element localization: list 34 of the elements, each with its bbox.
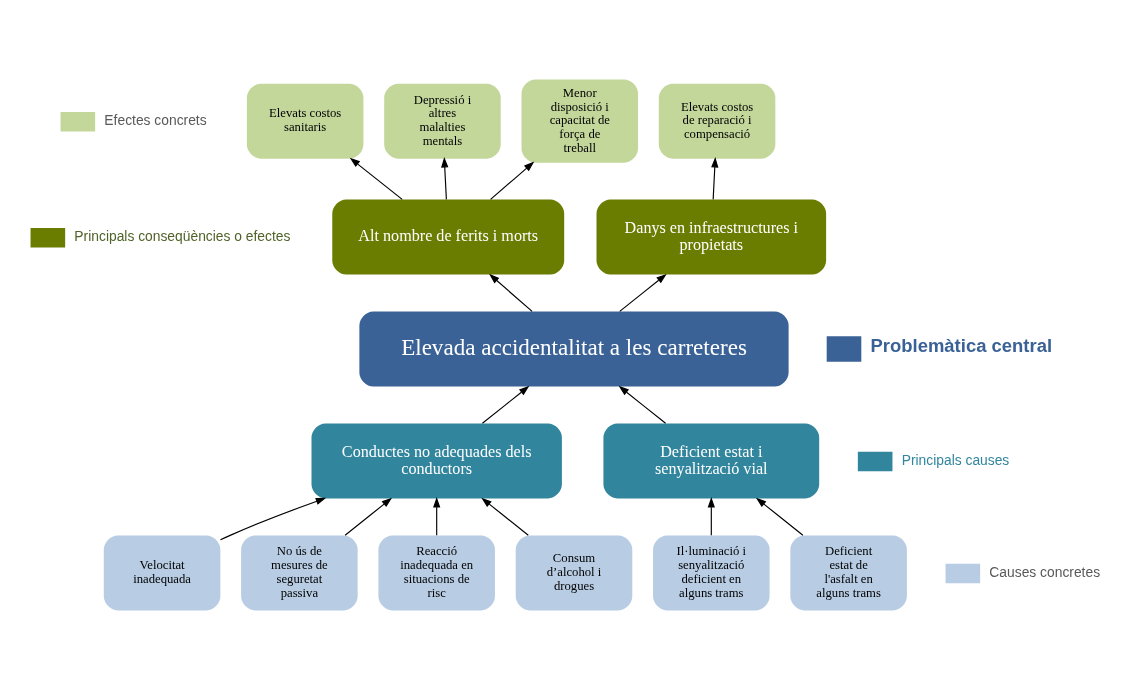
arrow bbox=[707, 496, 715, 536]
node-box: Elevada accidentalitat a les carreteres bbox=[359, 311, 789, 387]
node-box: Velocitat inadequada bbox=[103, 534, 221, 610]
node-box: Elevats costos sanitaris bbox=[246, 83, 364, 159]
node-box: Danys en infraestructures i propietats bbox=[596, 199, 827, 275]
node-box: Il·luminació i senyalització deficient en alguns trams bbox=[653, 534, 770, 610]
arrow bbox=[219, 497, 327, 540]
arrow bbox=[490, 161, 535, 200]
node-box: Consum d’alcohol i drogues bbox=[515, 534, 633, 610]
node-box: Deficient estat i senyalització vial bbox=[603, 422, 820, 498]
node-box: Conductes no adequades dels conductors bbox=[311, 422, 562, 498]
arrow bbox=[481, 385, 530, 424]
legend-label: Principals conseqüències o efectes bbox=[74, 227, 291, 244]
arrow bbox=[481, 497, 529, 536]
node-box: Menor disposició i capacitat de força de treball bbox=[521, 79, 639, 163]
node-box: Deficient estat de l'asfalt en alguns trams bbox=[790, 534, 907, 610]
arrow bbox=[711, 156, 719, 200]
arrow bbox=[489, 273, 533, 312]
node-box: Reacció inadequada en situacions de risc bbox=[378, 534, 495, 610]
arrow bbox=[619, 273, 667, 312]
arrow bbox=[433, 496, 441, 536]
arrow bbox=[618, 385, 667, 424]
legend-label: Causes concretes bbox=[989, 563, 1101, 580]
node-box: Alt nombre de ferits i morts bbox=[332, 199, 565, 275]
node-box: Elevats costos de reparació i compensació bbox=[658, 83, 776, 159]
arrow bbox=[349, 157, 403, 200]
arrow bbox=[344, 497, 393, 536]
arrow bbox=[441, 156, 449, 200]
node-box: No ús de mesures de seguretat passiva bbox=[241, 534, 358, 610]
arrow bbox=[755, 497, 804, 536]
node-box: Depressió i altres malalties mentals bbox=[384, 83, 501, 159]
legend-label: Problemàtica central bbox=[870, 334, 1053, 356]
legend-label: Principals causes bbox=[901, 451, 1010, 468]
legend-label: Efectes concrets bbox=[104, 111, 207, 128]
